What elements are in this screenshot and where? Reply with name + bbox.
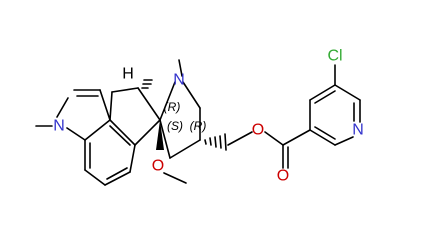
bond <box>334 136 354 146</box>
bond <box>137 87 161 121</box>
molecule-canvas: N N N O O O Cl H (R) (S) (R) <box>35 48 364 186</box>
atom-chlorine: Cl <box>327 48 342 65</box>
bond <box>134 119 161 146</box>
atom-o-ether: O <box>152 158 164 175</box>
bond <box>159 81 176 121</box>
bond <box>111 87 139 93</box>
stereo-label-c8: (R) <box>190 119 207 133</box>
bond <box>66 127 86 141</box>
bond <box>106 167 128 180</box>
bond <box>84 169 106 186</box>
structure-drawing: N N N O O O Cl H (R) (S) (R) <box>35 48 364 186</box>
atom-n-indole: N <box>53 118 65 135</box>
bond <box>109 119 136 146</box>
bond <box>182 81 201 109</box>
stereo-label-c10: (S) <box>167 119 183 133</box>
bond <box>334 84 361 101</box>
bond <box>99 89 111 121</box>
bond <box>129 144 136 173</box>
atom-o-carbonyl: O <box>277 168 289 185</box>
bond <box>314 90 336 104</box>
stereo-label-c5: (R) <box>164 100 181 114</box>
bond <box>109 91 113 121</box>
bond <box>178 59 183 77</box>
bond <box>159 119 171 159</box>
bond <box>282 129 311 146</box>
bond <box>56 97 69 118</box>
hash-bond-ch2 <box>204 133 227 151</box>
atom-n-ring: N <box>173 72 185 89</box>
wedge-bond <box>156 120 164 150</box>
bond <box>104 171 131 186</box>
bond <box>84 119 111 141</box>
atom-n-pyridine: N <box>352 122 364 139</box>
bond <box>169 139 201 159</box>
bond <box>163 172 187 184</box>
hash-bond-h <box>141 79 153 89</box>
bond <box>227 131 253 146</box>
atom-o-ester: O <box>252 122 264 139</box>
bond <box>309 129 336 146</box>
bond <box>109 125 131 146</box>
bond <box>314 126 336 140</box>
bond <box>309 84 336 101</box>
atom-hydrogen: H <box>122 66 134 83</box>
bond <box>264 131 284 146</box>
